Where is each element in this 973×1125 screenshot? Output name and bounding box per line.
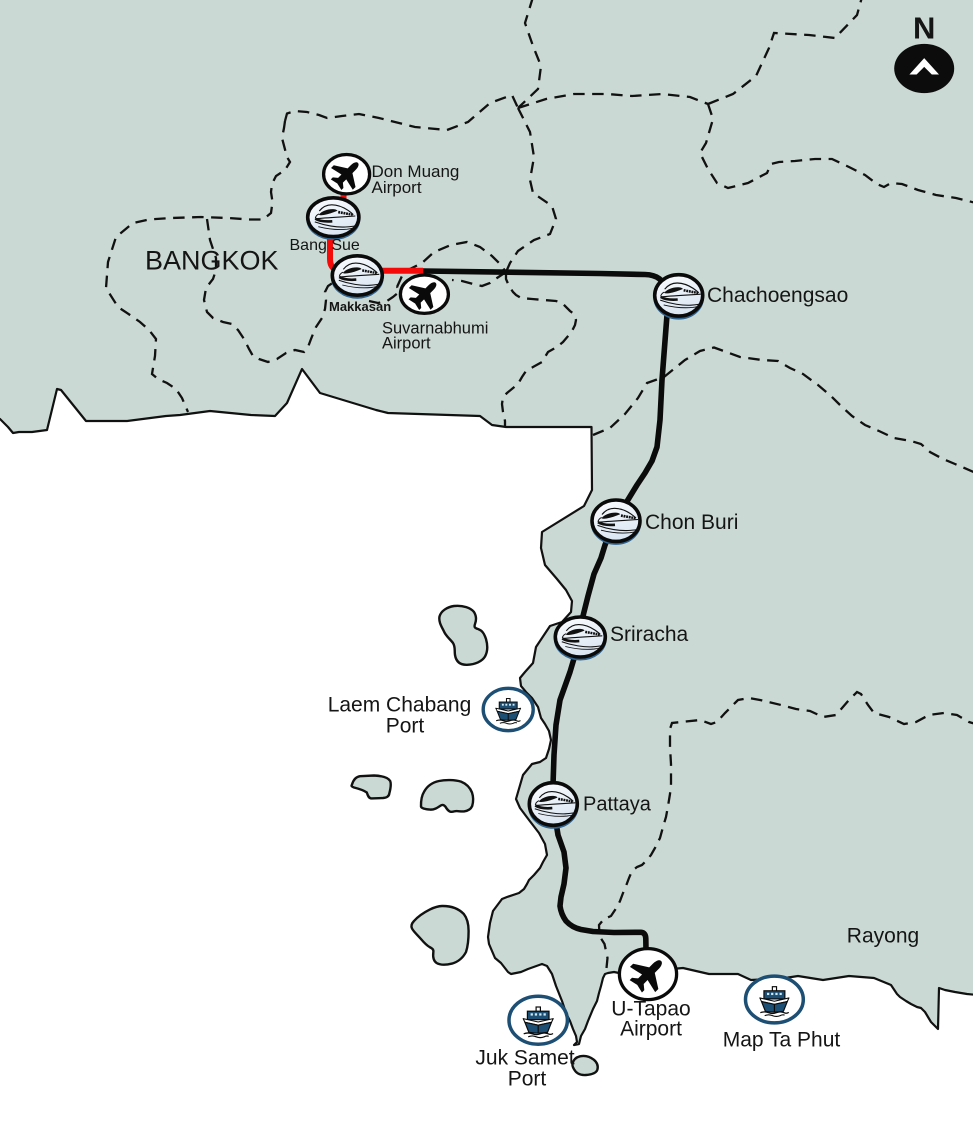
svg-text:Port: Port xyxy=(508,1068,547,1091)
svg-text:Bang Sue: Bang Sue xyxy=(290,237,360,254)
svg-text:Sriracha: Sriracha xyxy=(610,623,689,646)
svg-text:Airport: Airport xyxy=(620,1018,682,1041)
svg-text:N: N xyxy=(913,11,935,46)
svg-text:Map Ta Phut: Map Ta Phut xyxy=(723,1029,841,1052)
svg-text:Don Muang: Don Muang xyxy=(372,162,460,181)
svg-text:Airport: Airport xyxy=(372,178,422,197)
svg-text:Rayong: Rayong xyxy=(847,925,919,948)
svg-text:U-Tapao: U-Tapao xyxy=(611,998,690,1021)
svg-text:Chachoengsao: Chachoengsao xyxy=(707,284,848,307)
svg-text:Chon Buri: Chon Buri xyxy=(645,511,738,534)
svg-text:Juk Samet: Juk Samet xyxy=(475,1047,574,1070)
svg-text:Pattaya: Pattaya xyxy=(583,794,652,816)
svg-text:Airport: Airport xyxy=(382,335,431,353)
svg-text:Laem Chabang: Laem Chabang xyxy=(328,694,472,717)
svg-text:Port: Port xyxy=(386,715,425,738)
svg-text:BANGKOK: BANGKOK xyxy=(145,246,279,276)
svg-text:Suvarnabhumi: Suvarnabhumi xyxy=(382,320,488,338)
svg-text:Makkasan: Makkasan xyxy=(329,299,391,314)
